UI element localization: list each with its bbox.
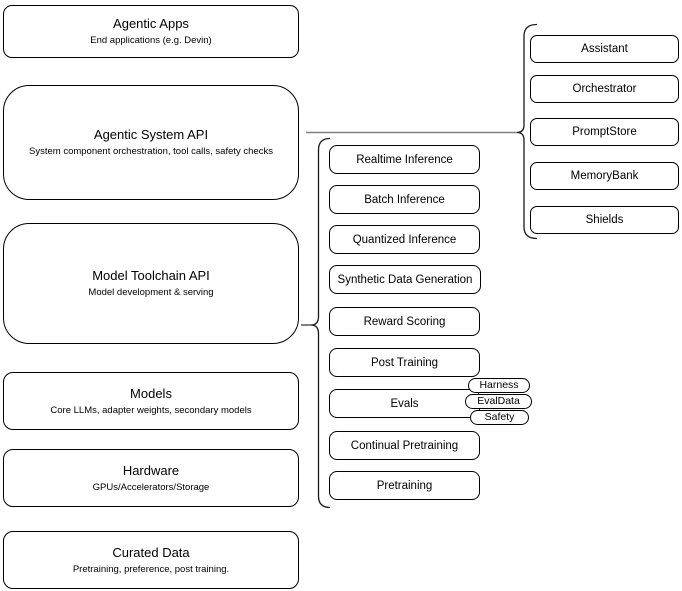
node-promptstore: PromptStore xyxy=(530,118,679,146)
node-curated-data: Curated Data Pretraining, preference, po… xyxy=(3,531,299,589)
node-quantized-inference: Quantized Inference xyxy=(329,225,480,254)
hardware-title: Hardware xyxy=(122,462,180,478)
node-reward-scoring: Reward Scoring xyxy=(329,307,480,336)
agentic-system-api-subtitle: System component orchestration, tool cal… xyxy=(29,146,273,157)
post-training-label: Post Training xyxy=(370,356,439,369)
node-evals: Evals xyxy=(329,389,480,418)
quantized-inference-label: Quantized Inference xyxy=(352,233,457,246)
node-memorybank: MemoryBank xyxy=(530,162,679,190)
agentic-system-api-title: Agentic System API xyxy=(93,127,209,142)
curated-data-title: Curated Data xyxy=(112,544,190,560)
curated-data-subtitle: Pretraining, preference, post training. xyxy=(72,563,230,575)
node-hardware: Hardware GPUs/Accelerators/Storage xyxy=(3,449,299,507)
realtime-inference-label: Realtime Inference xyxy=(356,153,453,166)
node-agentic-system-api: Agentic System API System component orch… xyxy=(3,85,299,200)
harness-label: Harness xyxy=(479,379,519,391)
node-batch-inference: Batch Inference xyxy=(329,185,480,214)
tag-evaldata: EvalData xyxy=(465,394,532,409)
promptstore-label: PromptStore xyxy=(572,126,637,138)
synthetic-data-generation-label: Synthetic Data Generation xyxy=(337,273,473,286)
tag-harness: Harness xyxy=(468,378,530,393)
node-synthetic-data-generation: Synthetic Data Generation xyxy=(329,265,481,294)
node-shields: Shields xyxy=(530,206,679,234)
batch-inference-label: Batch Inference xyxy=(364,193,445,206)
node-pretraining: Pretraining xyxy=(329,471,480,500)
node-models: Models Core LLMs, adapter weights, secon… xyxy=(3,372,299,430)
reward-scoring-label: Reward Scoring xyxy=(363,315,446,328)
tag-safety: Safety xyxy=(470,410,529,425)
hardware-subtitle: GPUs/Accelerators/Storage xyxy=(92,481,210,493)
assistant-label: Assistant xyxy=(581,43,628,55)
evals-label: Evals xyxy=(390,397,419,410)
node-orchestrator: Orchestrator xyxy=(530,75,679,103)
continual-pretraining-label: Continual Pretraining xyxy=(350,439,459,452)
pretraining-label: Pretraining xyxy=(376,479,433,492)
agentic-apps-title: Agentic Apps xyxy=(113,16,189,31)
node-model-toolchain-api: Model Toolchain API Model development & … xyxy=(3,223,299,344)
node-agentic-apps: Agentic Apps End applications (e.g. Devi… xyxy=(3,5,299,58)
node-continual-pretraining: Continual Pretraining xyxy=(329,431,480,460)
node-post-training: Post Training xyxy=(329,348,480,377)
model-toolchain-api-subtitle: Model development & serving xyxy=(88,287,214,298)
evaldata-label: EvalData xyxy=(477,395,520,407)
shields-label: Shields xyxy=(585,214,624,226)
model-toolchain-api-title: Model Toolchain API xyxy=(92,268,210,283)
toolchain-brace xyxy=(310,137,331,509)
memorybank-label: MemoryBank xyxy=(570,170,639,182)
agentic-apps-subtitle: End applications (e.g. Devin) xyxy=(90,35,212,46)
safety-label: Safety xyxy=(484,411,515,423)
orchestrator-label: Orchestrator xyxy=(572,83,637,95)
node-realtime-inference: Realtime Inference xyxy=(329,145,480,174)
node-assistant: Assistant xyxy=(530,35,679,63)
models-title: Models xyxy=(130,385,172,401)
models-subtitle: Core LLMs, adapter weights, secondary mo… xyxy=(50,404,252,416)
